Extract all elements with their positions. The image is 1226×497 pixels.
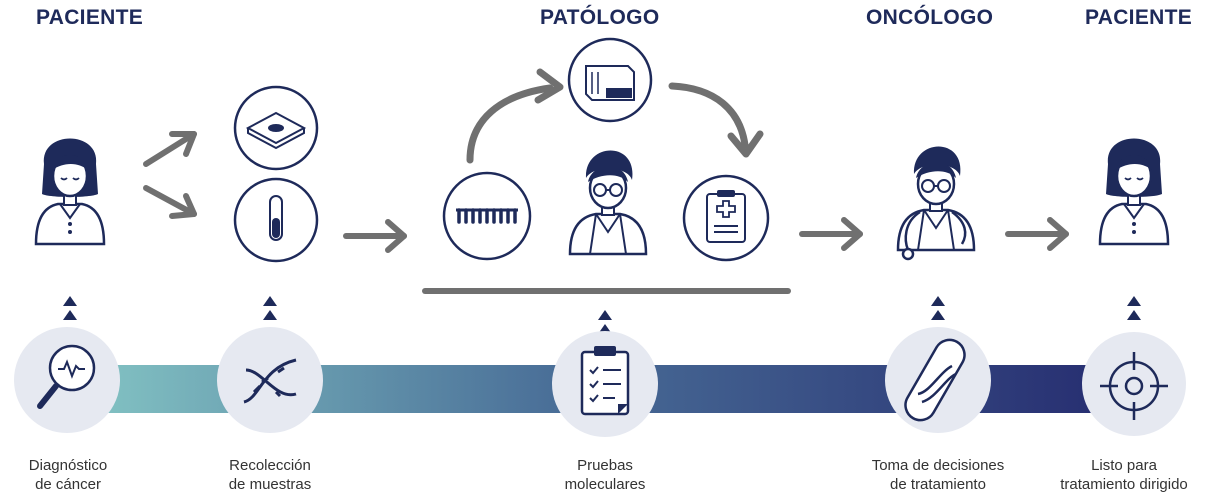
caption-step-4: Toma de decisiones de tratamiento (838, 456, 1038, 494)
dna-icon (243, 358, 297, 404)
magnifier-pulse-icon (37, 344, 96, 409)
caption-step-4-line1: Toma de decisiones (871, 457, 1005, 474)
caption-step-1-line1: Diagnóstico (28, 457, 108, 474)
clipboard-checklist-icon (580, 346, 630, 416)
caption-step-3: Pruebas moleculares (505, 456, 705, 494)
heading-patient-right: PACIENTE (1085, 6, 1193, 29)
clipboard-report-icon (682, 174, 770, 262)
patient-right-figure (1098, 137, 1170, 246)
tissue-slide-icon (233, 85, 319, 171)
oncologist-figure (896, 145, 976, 252)
caption-step-2-line1: Recolección (229, 457, 311, 474)
caption-step-4-line2: de tratamiento (890, 476, 986, 493)
arrow-to-oncologist (799, 217, 863, 251)
curved-arrow-right (668, 82, 749, 149)
step-circle-4 (885, 327, 991, 433)
stethoscope-icon (901, 210, 967, 261)
caption-step-2-line2: de muestras (228, 476, 312, 493)
step-circle-5 (1082, 332, 1186, 436)
arrow-down-right (143, 185, 197, 219)
caption-step-5-line1: Listo para (1091, 457, 1157, 474)
pcr-tubes-icon (442, 171, 532, 261)
heading-patient-left: PACIENTE (36, 6, 144, 29)
arrow-to-patient (1005, 217, 1069, 251)
arrow-up-right (143, 131, 197, 167)
curved-arrow-left (466, 84, 554, 164)
dna-capsule-icon (904, 338, 966, 422)
caption-step-5: Listo para tratamiento dirigido (1024, 456, 1224, 494)
caption-step-1-line2: de cáncer (35, 476, 101, 493)
caption-step-5-line2: tratamiento dirigido (1060, 476, 1188, 493)
up-markers (63, 296, 1141, 334)
arrow-to-pathologist (343, 219, 407, 253)
step-circle-2 (217, 327, 323, 433)
heading-pathologist: PATÓLOGO (540, 6, 660, 29)
caption-step-3-line1: Pruebas (577, 457, 633, 474)
caption-step-3-line2: moleculares (564, 476, 646, 493)
caption-step-1: Diagnóstico de cáncer (0, 456, 168, 494)
sequencer-icon (567, 37, 653, 123)
patient-left-figure (34, 137, 106, 246)
pathologist-figure (568, 149, 648, 256)
step-circle-1 (14, 327, 120, 433)
heading-oncologist: ONCÓLOGO (866, 6, 994, 29)
test-tube-icon (233, 177, 319, 263)
caption-step-2: Recolección de muestras (170, 456, 370, 494)
workflow-diagram (14, 37, 1186, 437)
target-icon (1100, 352, 1168, 420)
step-circle-3 (552, 331, 658, 437)
